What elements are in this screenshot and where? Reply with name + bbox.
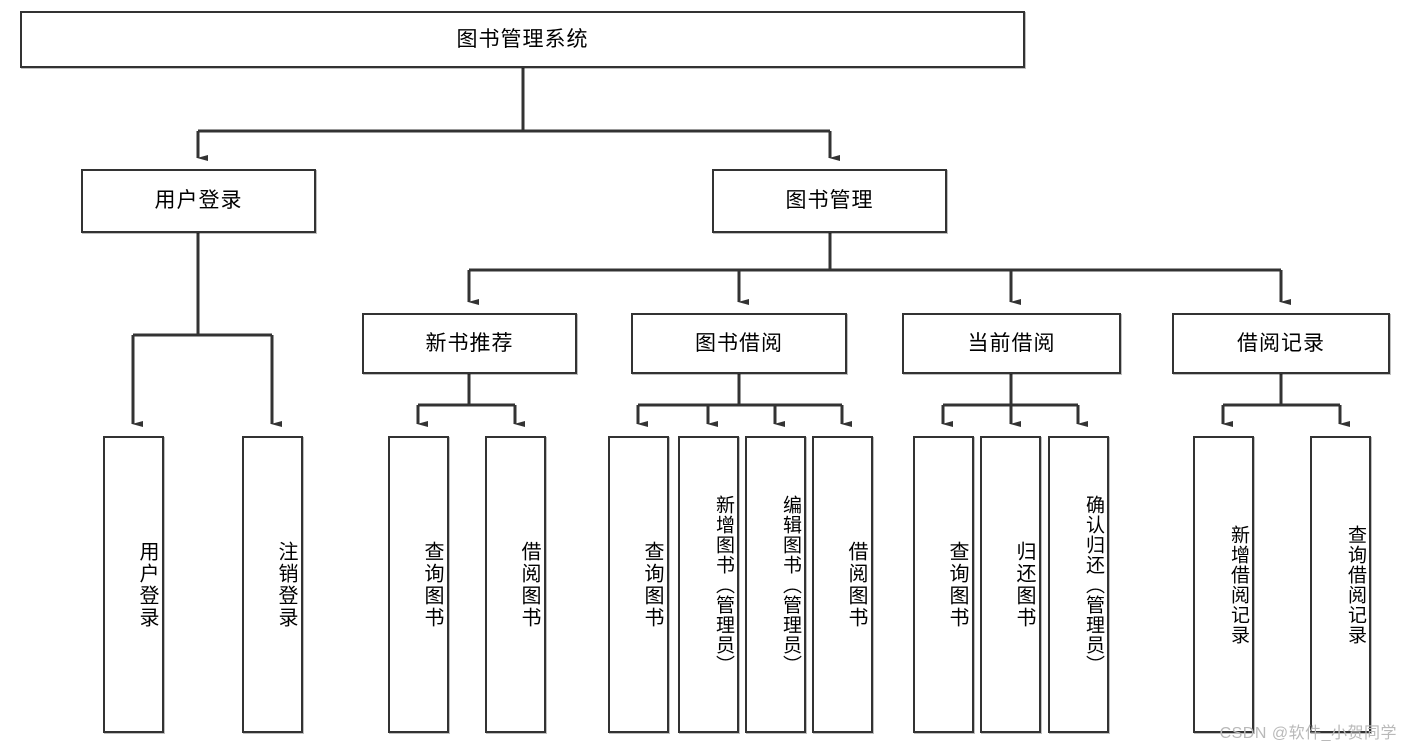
node-leaf-logout-login-label: 注销登录	[275, 540, 297, 629]
node-root[interactable]: 图书管理系统	[20, 11, 1025, 68]
node-leaf-add-borrow-record-label: 新增借阅记录	[1228, 524, 1249, 645]
node-user-login[interactable]: 用户登录	[81, 169, 316, 233]
node-leaf-query-book-3-label: 查询图书	[946, 540, 968, 629]
node-book-manage-label: 图书管理	[785, 189, 874, 213]
node-leaf-query-book-1[interactable]: 查询图书	[388, 436, 449, 733]
node-leaf-query-book-2-label: 查询图书	[641, 540, 663, 629]
node-leaf-add-book-admin[interactable]: 新增图书（管理员）	[678, 436, 739, 733]
node-leaf-add-borrow-record[interactable]: 新增借阅记录	[1193, 436, 1254, 733]
node-leaf-query-borrow-record-label: 查询借阅记录	[1345, 524, 1366, 645]
node-leaf-confirm-return-admin-label: 确认归还（管理员）	[1083, 494, 1104, 675]
node-leaf-borrow-book-2[interactable]: 借阅图书	[812, 436, 873, 733]
node-book-borrow[interactable]: 图书借阅	[631, 313, 847, 374]
node-leaf-return-book-label: 归还图书	[1013, 540, 1035, 629]
node-leaf-return-book[interactable]: 归还图书	[980, 436, 1041, 733]
node-leaf-logout-login[interactable]: 注销登录	[242, 436, 303, 733]
node-current-borrow[interactable]: 当前借阅	[902, 313, 1121, 374]
node-leaf-query-book-1-label: 查询图书	[421, 540, 443, 629]
node-borrow-record[interactable]: 借阅记录	[1172, 313, 1390, 374]
node-leaf-query-borrow-record[interactable]: 查询借阅记录	[1310, 436, 1371, 733]
node-leaf-user-login[interactable]: 用户登录	[103, 436, 164, 733]
node-borrow-record-label: 借阅记录	[1237, 331, 1325, 355]
node-leaf-edit-book-admin-label: 编辑图书（管理员）	[780, 494, 801, 675]
node-new-book-recommend-label: 新书推荐	[425, 331, 514, 355]
node-leaf-add-book-admin-label: 新增图书（管理员）	[713, 494, 734, 675]
node-current-borrow-label: 当前借阅	[967, 331, 1056, 355]
node-leaf-edit-book-admin[interactable]: 编辑图书（管理员）	[745, 436, 806, 733]
node-new-book-recommend[interactable]: 新书推荐	[362, 313, 577, 374]
node-leaf-query-book-2[interactable]: 查询图书	[608, 436, 669, 733]
node-leaf-borrow-book-1-label: 借阅图书	[518, 540, 540, 629]
node-leaf-query-book-3[interactable]: 查询图书	[913, 436, 974, 733]
node-leaf-user-login-label: 用户登录	[136, 540, 158, 629]
node-leaf-borrow-book-2-label: 借阅图书	[845, 540, 867, 629]
node-leaf-borrow-book-1[interactable]: 借阅图书	[485, 436, 546, 733]
node-root-label: 图书管理系统	[456, 27, 589, 51]
node-user-login-label: 用户登录	[154, 189, 243, 213]
node-book-manage[interactable]: 图书管理	[712, 169, 947, 233]
watermark: CSDN @软件_小贺同学	[1219, 725, 1397, 742]
node-book-borrow-label: 图书借阅	[695, 331, 783, 355]
node-leaf-confirm-return-admin[interactable]: 确认归还（管理员）	[1048, 436, 1109, 733]
